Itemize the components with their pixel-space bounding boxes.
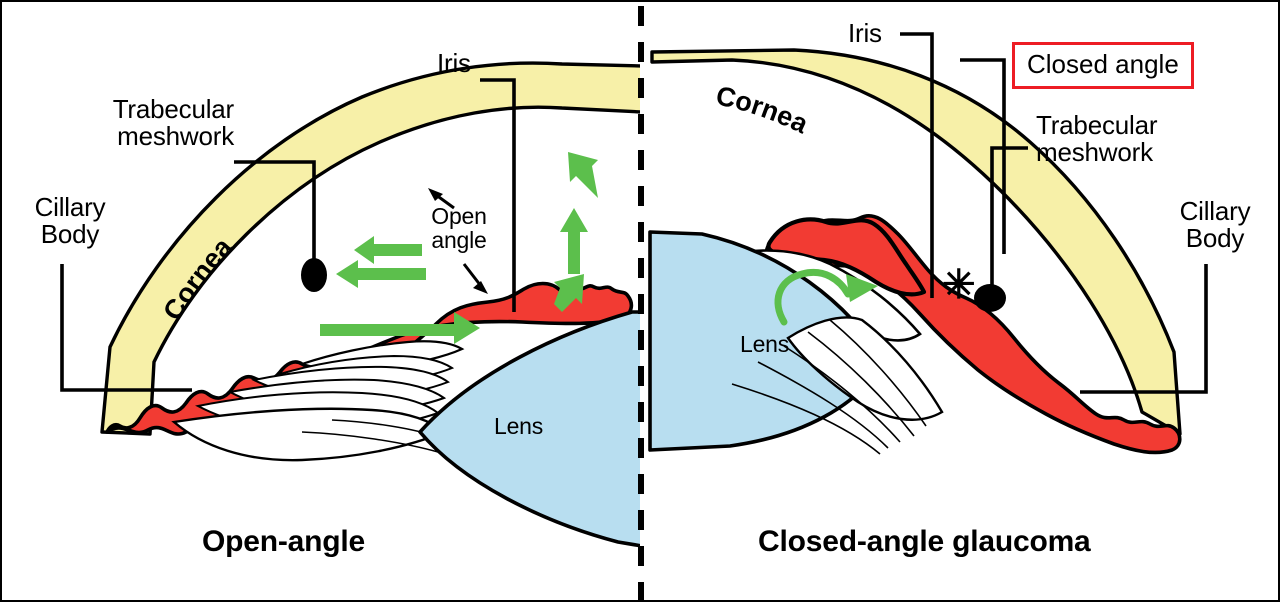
label-trabecular-meshwork-right: Trabecular meshwork bbox=[1036, 110, 1158, 168]
label-cillary-body-right: Cillary Body bbox=[1179, 196, 1251, 254]
label-lens-right: Lens bbox=[740, 331, 790, 357]
flow-arrow-anterior-up-left-left bbox=[568, 152, 598, 198]
leader-cillary-body-right bbox=[1080, 264, 1208, 394]
flow-arrow-outflow-upper-left bbox=[354, 236, 422, 264]
lens-shape-left bbox=[418, 310, 640, 548]
caption-open-angle: Open-angle bbox=[202, 525, 366, 558]
leader-trabecular-meshwork-line-right bbox=[990, 146, 1028, 296]
leader-open-angle-lower-arrowhead-left bbox=[473, 281, 488, 294]
zonule-line-3-right bbox=[783, 345, 901, 443]
flow-arrow-pupillary-block-head-right bbox=[846, 274, 878, 302]
zonule-fibers-left bbox=[171, 407, 447, 462]
leader-iris-left bbox=[480, 78, 516, 312]
zonule-line-4-right bbox=[757, 361, 889, 449]
caption-closed-angle-glaucoma: Closed-angle glaucoma bbox=[758, 525, 1091, 558]
label-iris-right: Iris bbox=[848, 18, 882, 48]
leader-open-angle-upper-arrowhead-left bbox=[428, 188, 443, 201]
left-panel-open-angle-illustration bbox=[60, 61, 640, 548]
flow-arrow-anterior-up-right-left bbox=[554, 274, 584, 312]
zonule-line-1-right bbox=[829, 319, 927, 427]
cornea-shape-left bbox=[100, 61, 640, 436]
zonule-line-2-right bbox=[807, 331, 915, 437]
flow-arrow-pupillary-block-right bbox=[774, 269, 852, 326]
leader-cillary-body-left bbox=[60, 264, 192, 392]
leader-closed-angle-right bbox=[960, 58, 1006, 254]
label-cillary-body-left: Cillary Body bbox=[34, 192, 106, 250]
leader-iris-right bbox=[900, 32, 934, 298]
label-lens-left: Lens bbox=[494, 413, 544, 439]
right-panel-closed-angle-illustration bbox=[648, 32, 1208, 455]
zonule-line-b-left bbox=[301, 431, 439, 453]
flow-arrow-outflow-lower-left bbox=[336, 260, 426, 288]
blockage-asterisk-marker: ✳ bbox=[942, 263, 976, 307]
trabecular-meshwork-dot-right bbox=[974, 284, 1006, 312]
zonule-bundle-right bbox=[786, 316, 944, 421]
label-trabecular-meshwork-left: Trabecular meshwork bbox=[112, 94, 235, 152]
label-closed-angle-callout: Closed angle bbox=[1012, 42, 1194, 89]
label-open-angle-left: Open angle bbox=[431, 203, 487, 254]
flow-arrow-anterior-up-left bbox=[560, 208, 588, 274]
label-iris-left: Iris bbox=[437, 48, 471, 78]
cornea-label-right: Cornea bbox=[713, 80, 813, 139]
leader-trabecular-meshwork-left bbox=[234, 160, 316, 278]
zonule-line-5-right bbox=[731, 383, 881, 455]
flow-arrow-pupil-right-left bbox=[320, 312, 480, 344]
